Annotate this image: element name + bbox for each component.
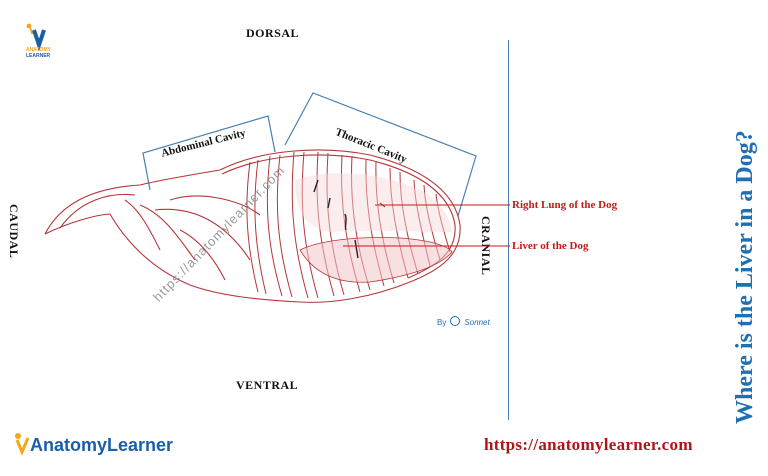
- brand-name-part2: Learner: [107, 434, 174, 455]
- divider-line: [508, 40, 509, 420]
- person-icon: [15, 433, 30, 456]
- pointer-lines: [343, 202, 510, 247]
- svg-text:LEARNER: LEARNER: [26, 53, 51, 59]
- credit-by: By: [437, 318, 447, 327]
- liver-label: Liver of the Dog: [512, 240, 589, 252]
- credit-name: Sonnet: [464, 318, 490, 327]
- thoracic-cavity-bracket: [284, 92, 477, 217]
- site-url[interactable]: https://anatomylearner.com: [484, 435, 693, 454]
- brand-name-part1: Anatomy: [30, 434, 108, 455]
- abdominal-cavity-bracket: [142, 115, 276, 191]
- right-lung-label: Right Lung of the Dog: [512, 199, 618, 211]
- sonnet-icon: [450, 316, 461, 327]
- dorsal-label: DORSAL: [246, 26, 300, 40]
- organ-marks: [313, 179, 359, 259]
- anatomy-learner-logo-icon: ANATOMY LEARNER: [26, 23, 51, 59]
- liver-shape: [299, 237, 453, 283]
- author-credit: By Sonnet: [437, 312, 490, 330]
- lung-shape: [295, 173, 452, 232]
- svg-text:ANATOMY: ANATOMY: [26, 47, 51, 53]
- page-title: Where is the Liver in a Dog?: [732, 130, 758, 424]
- top-logo: ANATOMY LEARNER: [22, 20, 62, 60]
- dog-body-outline: [44, 149, 461, 303]
- ventral-label: VENTRAL: [236, 378, 299, 392]
